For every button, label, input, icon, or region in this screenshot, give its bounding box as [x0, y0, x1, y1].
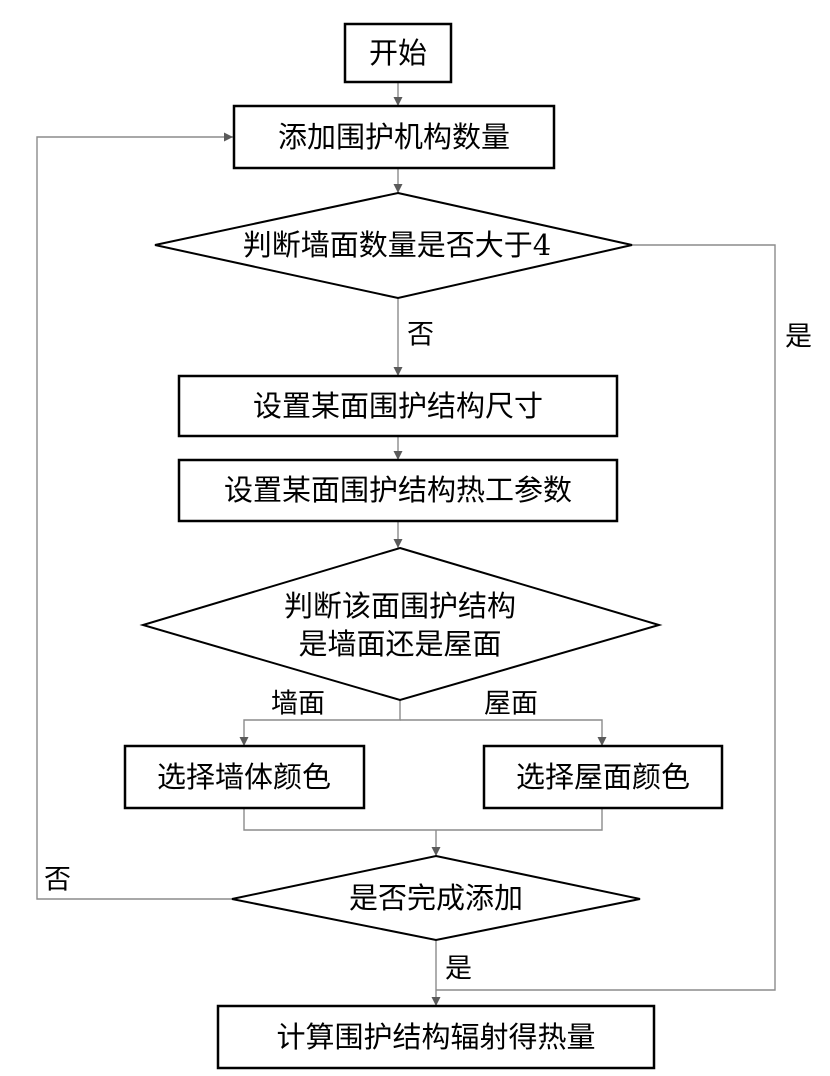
edge-done-no-loop	[36, 132, 233, 900]
node-add-count-label: 添加围护机构数量	[278, 120, 510, 154]
node-wall-color: 选择墙体颜色	[123, 744, 366, 810]
node-set-thermal: 设置某面围护结构热工参数	[177, 458, 619, 523]
label-done-yes: 是	[445, 954, 472, 985]
node-check-type-label-2: 是墙面还是屋面	[298, 627, 501, 661]
node-check-type: 判断该面围护结构 是墙面还是屋面	[139, 546, 663, 702]
node-roof-color: 选择屋面颜色	[482, 744, 724, 810]
node-set-thermal-label: 设置某面围护结构热工参数	[224, 473, 572, 507]
edge-type-to-roof	[400, 719, 607, 746]
node-compute: 计算围护结构辐射得热量	[216, 1004, 656, 1070]
node-check-done: 是否完成添加	[231, 854, 641, 942]
node-check-walls: 判断墙面数量是否大于4	[154, 191, 633, 300]
node-roof-color-label: 选择屋面颜色	[516, 760, 690, 794]
connectors	[36, 82, 776, 1006]
label-done-no: 否	[44, 865, 71, 896]
node-check-walls-label: 判断墙面数量是否大于4	[243, 228, 551, 262]
label-type-wall: 墙面	[271, 689, 325, 720]
edge-type-to-wall	[239, 700, 401, 746]
node-add-count: 添加围护机构数量	[232, 104, 556, 170]
node-check-type-label-1: 判断该面围护结构	[284, 589, 516, 623]
edge-merge	[243, 808, 603, 831]
label-walls-yes: 是	[785, 322, 812, 353]
edge-check-walls-yes	[436, 244, 776, 991]
node-check-done-label: 是否完成添加	[349, 881, 523, 915]
node-wall-color-label: 选择墙体颜色	[157, 760, 331, 794]
node-start: 开始	[343, 22, 453, 84]
node-start-label: 开始	[369, 36, 427, 70]
node-compute-label: 计算围护结构辐射得热量	[276, 1020, 595, 1054]
label-walls-no: 否	[407, 320, 434, 351]
label-type-roof: 屋面	[484, 689, 538, 720]
node-set-size: 设置某面围护结构尺寸	[177, 374, 619, 438]
node-set-size-label: 设置某面围护结构尺寸	[253, 389, 543, 423]
